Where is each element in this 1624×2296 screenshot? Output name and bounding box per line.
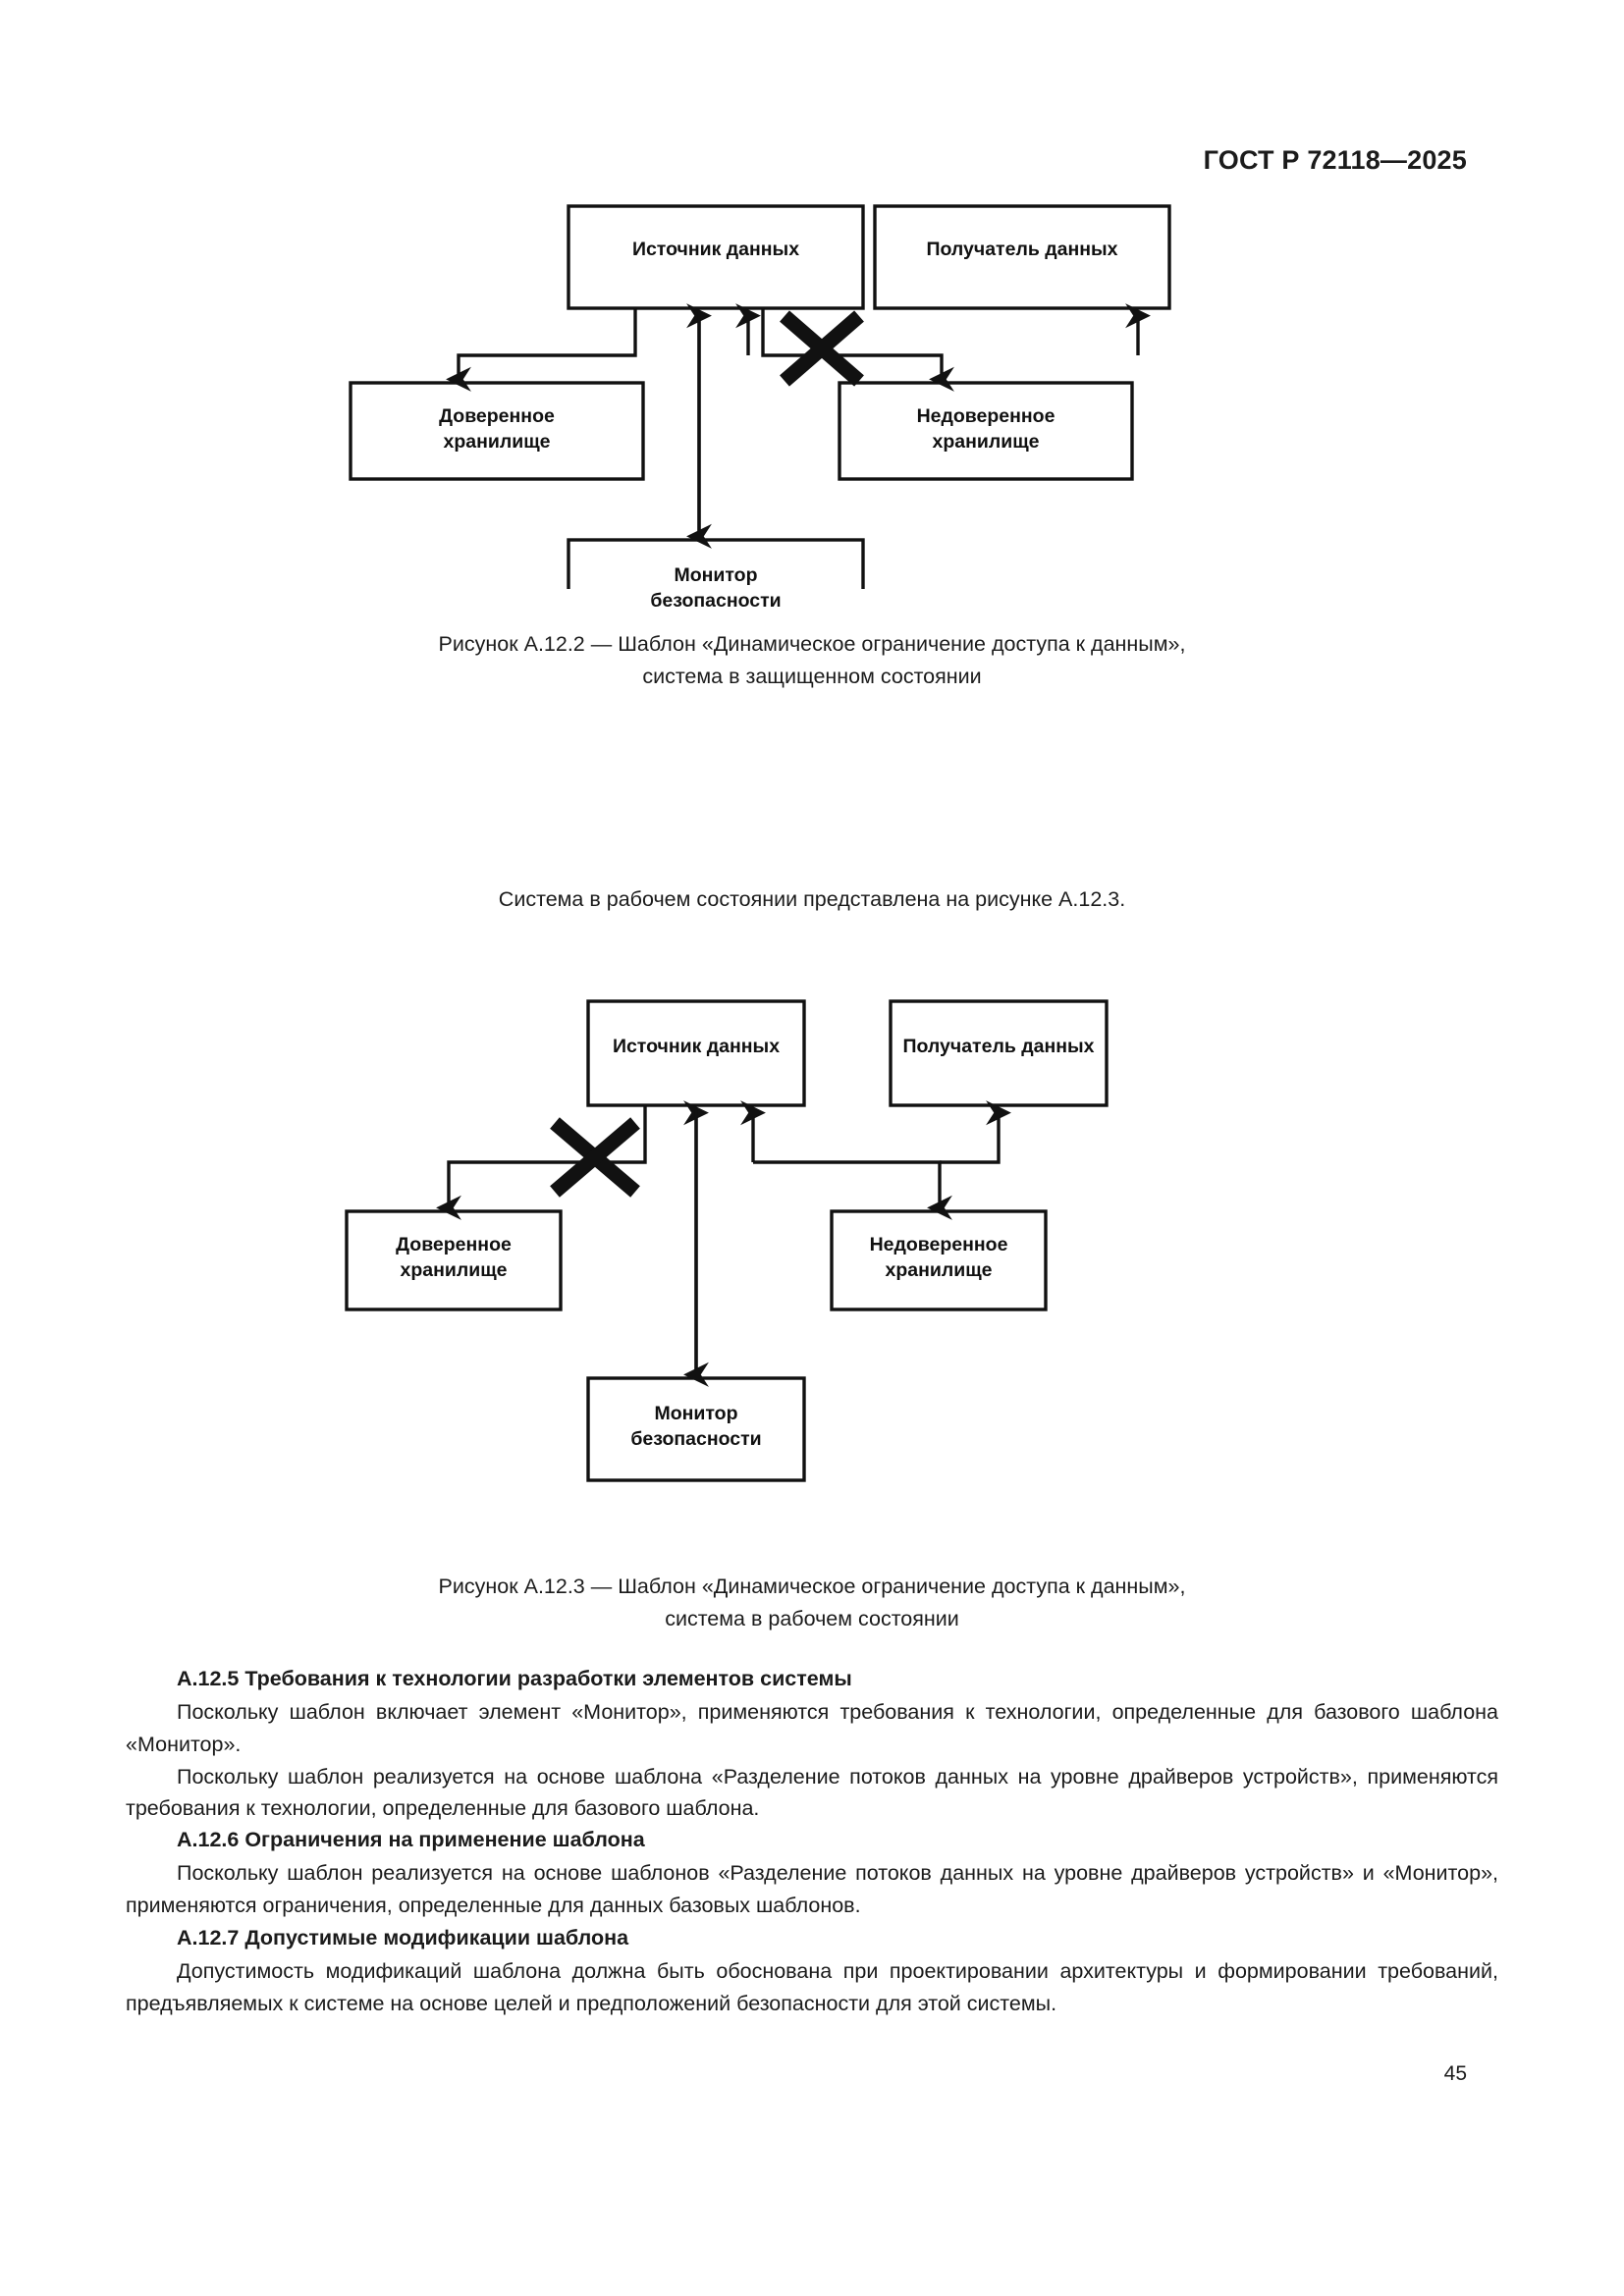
section-a-12-7: А.12.7 Допустимые модификации шаблона До…	[126, 1922, 1498, 2020]
figure-a-12-2-diagram: Источник данных Получатель данных Довере…	[341, 196, 1283, 612]
section-a-12-6: А.12.6 Ограничения на применение шаблона…	[126, 1824, 1498, 1922]
figure-a-12-3-caption: Рисунок А.12.3 — Шаблон «Динамическое ог…	[0, 1571, 1624, 1634]
link-source-to-untrusted-store	[753, 1160, 952, 1220]
figure-a-12-3-svg	[345, 999, 1109, 1482]
section-a-12-7-heading: А.12.7 Допустимые модификации шаблона	[177, 1926, 629, 1949]
section-a-12-7-paragraph-1: Допустимость модификаций шаблона должна …	[126, 1959, 1498, 2015]
link-source-to-trusted-store	[436, 1105, 647, 1220]
link-to-receiver	[940, 1100, 1011, 1164]
figure-a-12-3-diagram: Источник данных Получатель данных Довере…	[331, 982, 1293, 1541]
figure-a-12-2-svg	[349, 204, 1171, 589]
section-a-12-5: А.12.5 Требования к технологии разработк…	[126, 1663, 1498, 1825]
section-a-12-5-paragraph-2: Поскольку шаблон реализуется на основе ш…	[126, 1764, 1498, 1821]
section-a-12-5-paragraph-1: Поскольку шаблон включает элемент «Монит…	[126, 1700, 1498, 1756]
document-header-standard-id: ГОСТ Р 72118—2025	[1203, 145, 1467, 175]
reference-sentence: Система в рабочем состоянии представлена…	[498, 887, 1126, 911]
node-monitor-box	[586, 1376, 806, 1482]
figure-a-12-3-caption-line-1: Рисунок А.12.3 — Шаблон «Динамическое ог…	[438, 1575, 1186, 1598]
blocked-link-x-icon	[780, 310, 864, 387]
node-trusted-store-box	[345, 1209, 563, 1311]
page-number: 45	[1443, 2062, 1467, 2085]
node-receiver-box	[889, 999, 1109, 1107]
link-source-to-trusted-store	[446, 308, 637, 392]
figure-a-12-2: Источник данных Получатель данных Довере…	[0, 196, 1624, 692]
node-source-box	[586, 999, 806, 1107]
figure-a-12-3: Источник данных Получатель данных Довере…	[0, 982, 1624, 1634]
node-untrusted-store-box	[838, 381, 1134, 481]
section-a-12-6-paragraph-1: Поскольку шаблон реализуется на основе ш…	[126, 1861, 1498, 1917]
figure-a-12-3-caption-line-2: система в рабочем состоянии	[665, 1606, 959, 1630]
link-source-to-untrusted-store	[761, 308, 954, 392]
figure-a-12-2-caption: Рисунок А.12.2 — Шаблон «Динамическое ог…	[0, 628, 1624, 692]
blocked-link-x-icon	[550, 1117, 640, 1198]
node-untrusted-store-box	[830, 1209, 1048, 1311]
section-a-12-6-heading: А.12.6 Ограничения на применение шаблона	[177, 1828, 645, 1851]
figure-a-12-2-caption-line-2: система в защищенном состоянии	[642, 664, 982, 688]
node-source-box	[567, 204, 865, 310]
node-trusted-store-box	[349, 381, 645, 481]
figure-a-12-2-caption-line-1: Рисунок А.12.2 — Шаблон «Динамическое ог…	[438, 632, 1186, 656]
node-monitor-box	[567, 538, 865, 589]
node-receiver-box	[873, 204, 1171, 310]
section-a-12-5-heading: А.12.5 Требования к технологии разработк…	[177, 1667, 852, 1690]
